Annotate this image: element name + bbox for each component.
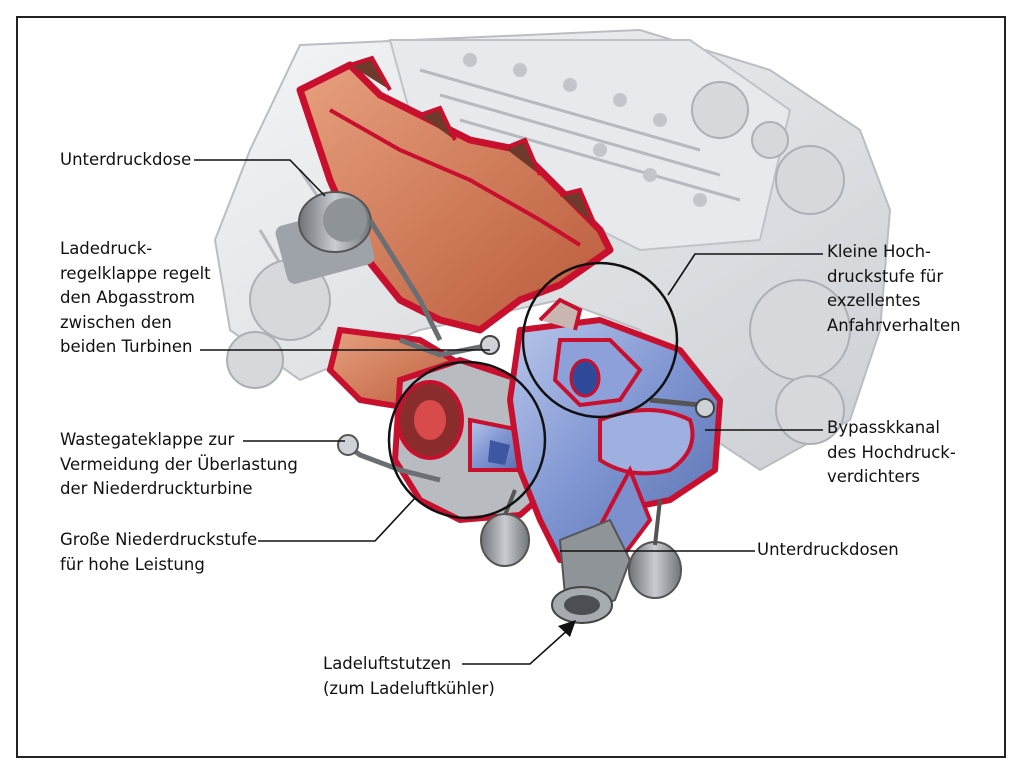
leader-lines [194,159,823,665]
vacuum-actuators-bottom [480,489,682,599]
vacuum-actuator-top [275,191,443,342]
label-kleine-hochdruckstufe: Kleine Hoch- druckstufe für exzellentes … [827,242,961,335]
arrow-head [558,620,576,637]
label-unterdruckdosen: Unterdruckdosen [757,540,899,559]
label-ladedruck-regelklappe: Ladedruck- regelklappe regelt den Abgass… [60,239,211,356]
label-bypasskanal: Bypasskkanal des Hochdruck- verdichters [827,418,956,486]
charge-air-outlet [551,518,632,624]
label-grosse-niederdruckstufe: Große Niederdruckstufe für hohe Leistung [60,530,258,574]
highlight-circle-low-pressure [387,360,547,520]
highlight-circle-high-pressure [521,261,679,419]
label-wastegateklappe: Wastegateklappe zur Vermeidung der Überl… [60,430,298,498]
high-pressure-turbo [507,297,723,563]
label-unterdruckdose: Unterdruckdose [60,150,192,169]
label-ladeluftstutzen: Ladeluftstutzen (zum Ladeluftkühler) [323,654,495,698]
